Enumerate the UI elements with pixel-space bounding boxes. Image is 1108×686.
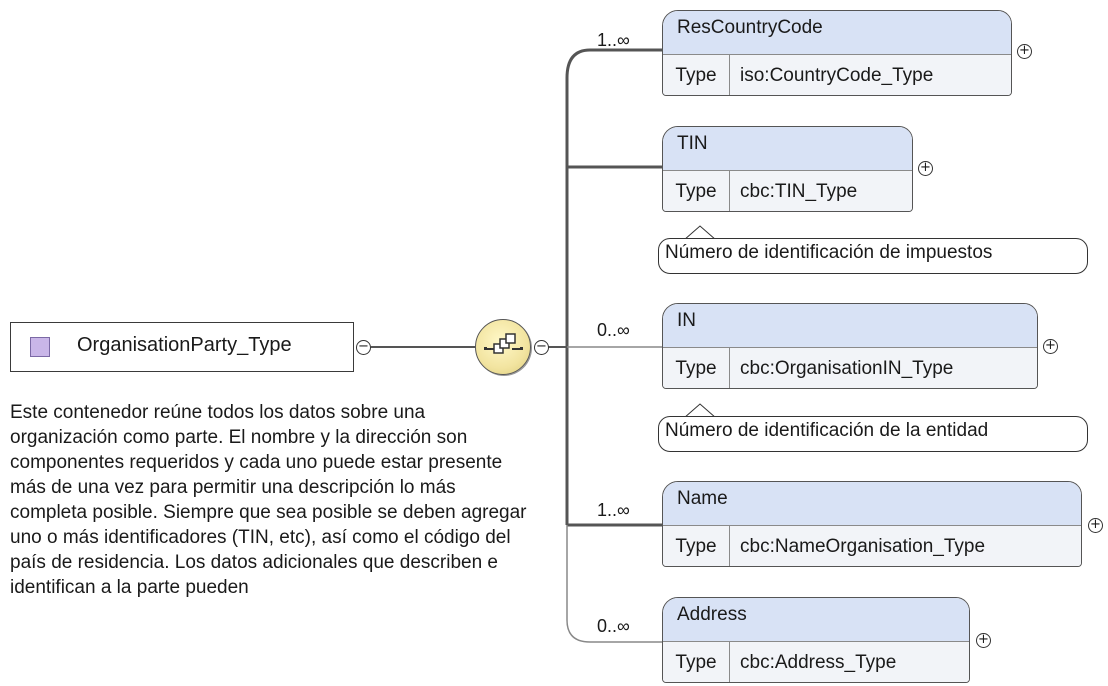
sequence-collapse-button[interactable]: − <box>534 340 549 355</box>
type-value: cbc:TIN_Type <box>730 171 912 211</box>
annotation-in: Número de identificación de la entidad <box>658 416 1088 452</box>
expand-button-name[interactable]: + <box>1088 518 1103 533</box>
multiplicity-label: 1..∞ <box>597 500 630 520</box>
element-box-address[interactable]: Address Type cbc:Address_Type <box>662 597 970 683</box>
multiplicity-label: 0..∞ <box>597 320 630 340</box>
element-box-name[interactable]: Name Type cbc:NameOrganisation_Type <box>662 481 1082 567</box>
callout-pointer <box>683 403 717 418</box>
type-label: Type <box>663 171 730 211</box>
element-name: ResCountryCode <box>663 11 1011 55</box>
element-name: Name <box>663 482 1081 526</box>
root-type-label: OrganisationParty_Type <box>77 334 292 356</box>
expand-button-rescountrycode[interactable]: + <box>1017 44 1032 59</box>
type-value: iso:CountryCode_Type <box>730 55 1011 95</box>
type-value: cbc:OrganisationIN_Type <box>730 348 1037 388</box>
expand-button-in[interactable]: + <box>1043 339 1058 354</box>
expand-button-address[interactable]: + <box>976 633 991 648</box>
sequence-compositor-icon <box>484 333 523 354</box>
type-label: Type <box>663 642 730 682</box>
root-type-box[interactable]: OrganisationParty_Type <box>10 322 354 372</box>
expand-button-tin[interactable]: + <box>918 161 933 176</box>
element-name: TIN <box>663 127 912 171</box>
element-box-tin[interactable]: TIN Type cbc:TIN_Type <box>662 126 913 212</box>
element-name: IN <box>663 304 1037 348</box>
element-name: Address <box>663 598 969 642</box>
type-label: Type <box>663 526 730 566</box>
complex-type-icon <box>30 337 50 357</box>
type-value: cbc:NameOrganisation_Type <box>730 526 1081 566</box>
element-box-rescountrycode[interactable]: ResCountryCode Type iso:CountryCode_Type <box>662 10 1012 96</box>
type-label: Type <box>663 55 730 95</box>
annotation-tin: Número de identificación de impuestos <box>658 238 1088 274</box>
type-label: Type <box>663 348 730 388</box>
root-collapse-button[interactable]: − <box>356 340 371 355</box>
multiplicity-label: 1..∞ <box>597 30 630 50</box>
type-documentation: Este contenedor reúne todos los datos so… <box>10 402 527 598</box>
sequence-compositor[interactable] <box>475 319 531 375</box>
type-value: cbc:Address_Type <box>730 642 969 682</box>
multiplicity-label: 0..∞ <box>597 616 630 636</box>
element-box-in[interactable]: IN Type cbc:OrganisationIN_Type <box>662 303 1038 389</box>
callout-pointer <box>683 225 717 240</box>
